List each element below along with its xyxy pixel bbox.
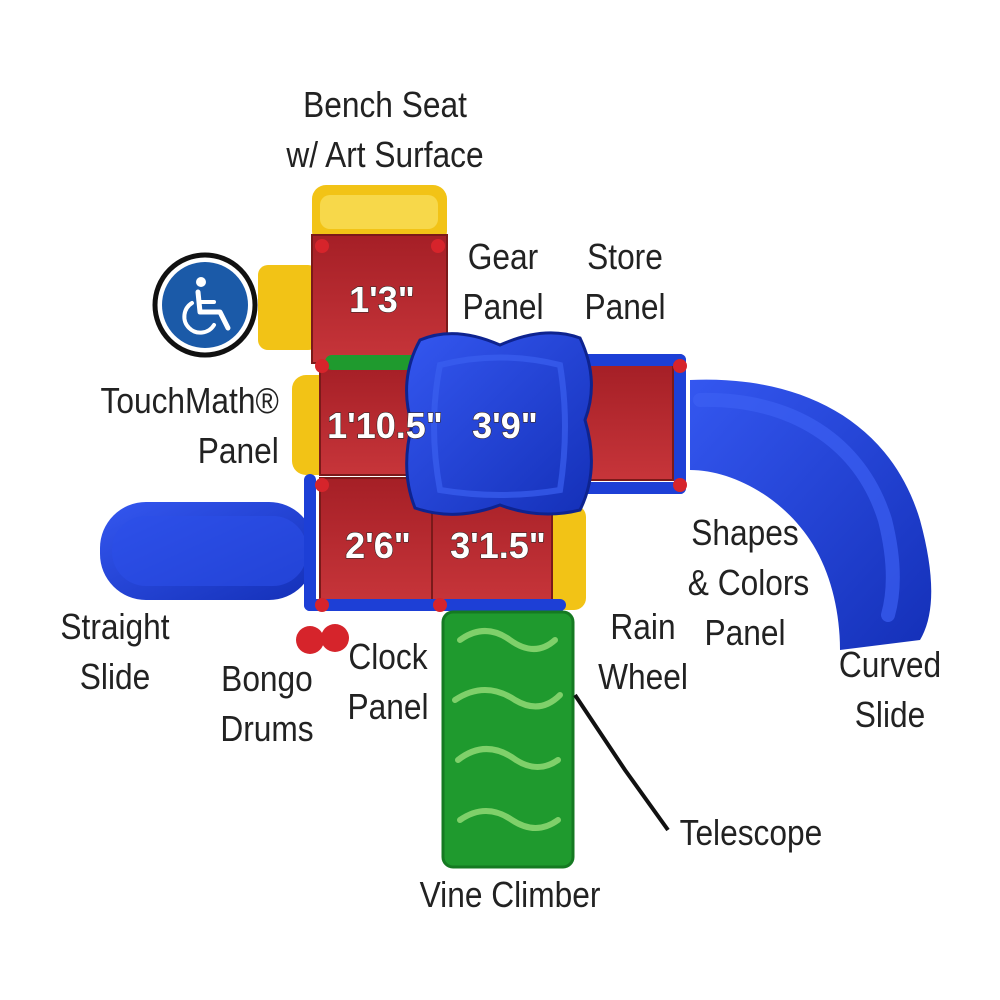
vine-climber — [441, 610, 575, 869]
bench-seat — [312, 185, 447, 245]
telescope-label: Telescope — [679, 812, 823, 853]
rain-wheel-frame — [550, 505, 586, 610]
center-roof — [405, 331, 593, 516]
deck-height-top: 1'3" — [349, 279, 415, 320]
green-rail — [325, 355, 420, 370]
touchmath-panel-label: TouchMath®Panel — [100, 380, 279, 471]
wheelchair-accessible-icon — [152, 252, 258, 358]
vine-climber-label: Vine Climber — [419, 874, 601, 915]
curved-slide — [690, 379, 932, 650]
deck-height-lower-right: 3'1.5" — [450, 525, 546, 566]
deck-height-mid-left: 1'10.5" — [327, 405, 443, 446]
bongo-drums — [296, 624, 349, 654]
telescope-leader-line — [573, 693, 670, 832]
touchmath-side-panel — [258, 265, 318, 350]
straight-slide — [100, 502, 315, 600]
deck-height-center: 3'9" — [472, 405, 538, 446]
deck-height-lower-left: 2'6" — [345, 525, 411, 566]
posts — [315, 239, 687, 612]
decks — [311, 234, 674, 604]
